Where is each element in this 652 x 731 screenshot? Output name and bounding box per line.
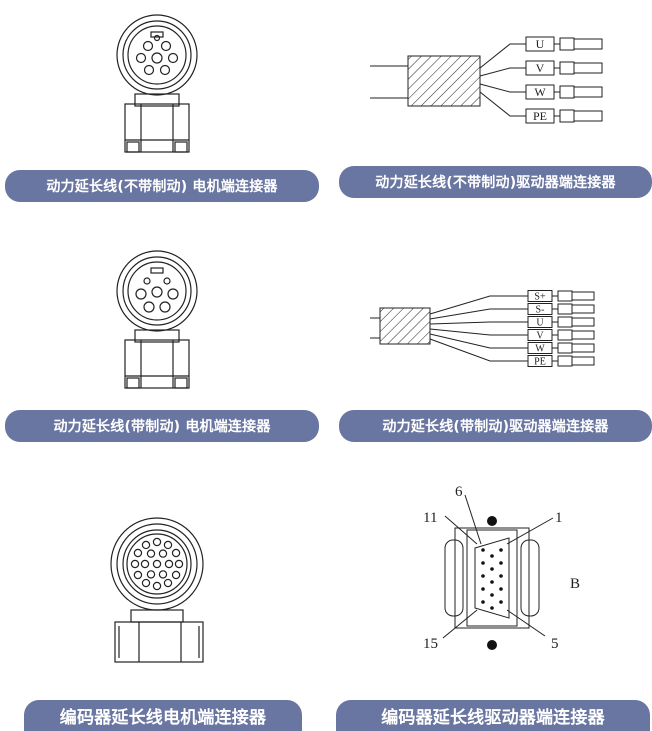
wire-label: V: [536, 330, 544, 341]
terminal-sleeve: [559, 109, 575, 123]
label-encoder-motor: 编码器延长线电机端连接器: [24, 700, 302, 731]
encoder-pin: [133, 570, 143, 580]
wire: [429, 321, 528, 325]
terminal-sleeve: [557, 329, 573, 341]
wire-label: PE: [533, 109, 547, 123]
encoder-pin: [171, 548, 181, 558]
driver-dsub-connector: 6 11 1 15 5 B: [415, 478, 610, 668]
dsub-pin: [490, 554, 494, 558]
wire: [479, 83, 526, 93]
terminal-pin: [573, 62, 603, 74]
wire-label: PE: [534, 356, 546, 367]
label-power-nobrake-driver: 动力延长线(不带制动)驱动器端连接器: [339, 166, 652, 198]
dsub-pin: [499, 574, 503, 578]
terminal-pin: [573, 38, 603, 50]
dsub-pin: [490, 580, 494, 584]
wire: [429, 328, 528, 336]
encoder-pin: [164, 559, 174, 569]
encoder-pin: [133, 548, 143, 558]
encoder-pin: [158, 549, 168, 558]
encoder-pin: [163, 578, 173, 588]
wire: [479, 91, 526, 117]
terminal-sleeve: [559, 85, 575, 99]
motor-connector-encoder: [105, 506, 215, 666]
encoder-pin: [130, 559, 140, 569]
connector-side-label: B: [570, 576, 580, 592]
pin-label-11: 11: [423, 510, 437, 526]
dsub-pin: [490, 567, 494, 571]
terminal-sleeve: [559, 37, 575, 51]
dsub-pin: [499, 561, 503, 565]
dsub-pin: [490, 606, 494, 610]
encoder-pin: [140, 559, 150, 569]
dsub-pin: [490, 593, 494, 597]
terminal-sleeve: [559, 61, 575, 75]
wire-label: U: [536, 317, 544, 328]
wire: [429, 338, 528, 362]
wire: [429, 295, 528, 315]
dsub-pin: [481, 574, 485, 578]
dsub-pin: [481, 561, 485, 565]
dsub-pin: [481, 548, 485, 552]
label-encoder-driver: 编码器延长线驱动器端连接器: [336, 700, 650, 731]
label-power-brake-motor: 动力延长线(带制动) 电机端连接器: [5, 410, 319, 442]
encoder-pin: [152, 581, 162, 591]
label-power-brake-driver: 动力延长线(带制动)驱动器端连接器: [339, 410, 652, 442]
terminal-pin: [573, 110, 603, 122]
encoder-pin: [152, 559, 162, 569]
pin-label-5: 5: [551, 636, 559, 652]
wire-label: V: [536, 61, 545, 75]
encoder-pin: [141, 578, 151, 588]
wire: [429, 308, 528, 320]
wire-label: W: [535, 343, 545, 354]
wire-label: S-: [536, 304, 545, 315]
wire-label: U: [536, 37, 545, 51]
encoder-pin: [163, 540, 173, 550]
dsub-pin: [499, 600, 503, 604]
terminal-pin: [573, 86, 603, 98]
motor-connector-power-nobrake: [105, 8, 210, 158]
wire: [429, 333, 528, 349]
wire-label: S+: [534, 291, 546, 302]
terminal-sleeve: [557, 316, 573, 328]
pin-label-1: 1: [555, 510, 563, 526]
terminal-pin: [571, 304, 595, 314]
wire: [479, 67, 526, 77]
encoder-pin: [171, 570, 181, 580]
motor-connector-power-brake: [105, 244, 210, 394]
label-power-nobrake-motor: 动力延长线(不带制动) 电机端连接器: [5, 170, 319, 202]
encoder-pin: [146, 570, 156, 579]
terminal-pin: [571, 356, 595, 366]
terminal-pin: [571, 343, 595, 353]
encoder-pin: [141, 540, 151, 550]
terminal-sleeve: [557, 303, 573, 315]
terminal-sleeve: [557, 342, 573, 354]
wire-label: W: [534, 85, 546, 99]
dsub-pin: [499, 548, 503, 552]
dsub-pin: [481, 600, 485, 604]
encoder-pin: [158, 570, 168, 579]
encoder-pin: [146, 549, 156, 558]
pin-label-15: 15: [423, 636, 438, 652]
terminal-pin: [571, 317, 595, 327]
dsub-pin: [481, 587, 485, 591]
terminal-pin: [571, 291, 595, 301]
encoder-pin: [152, 537, 162, 547]
terminal-sleeve: [557, 355, 573, 367]
wire: [479, 43, 526, 69]
dsub-pin: [499, 587, 503, 591]
terminal-pin: [571, 330, 595, 340]
encoder-pin: [174, 559, 184, 569]
terminal-sleeve: [557, 290, 573, 302]
pin-label-6: 6: [455, 484, 463, 500]
